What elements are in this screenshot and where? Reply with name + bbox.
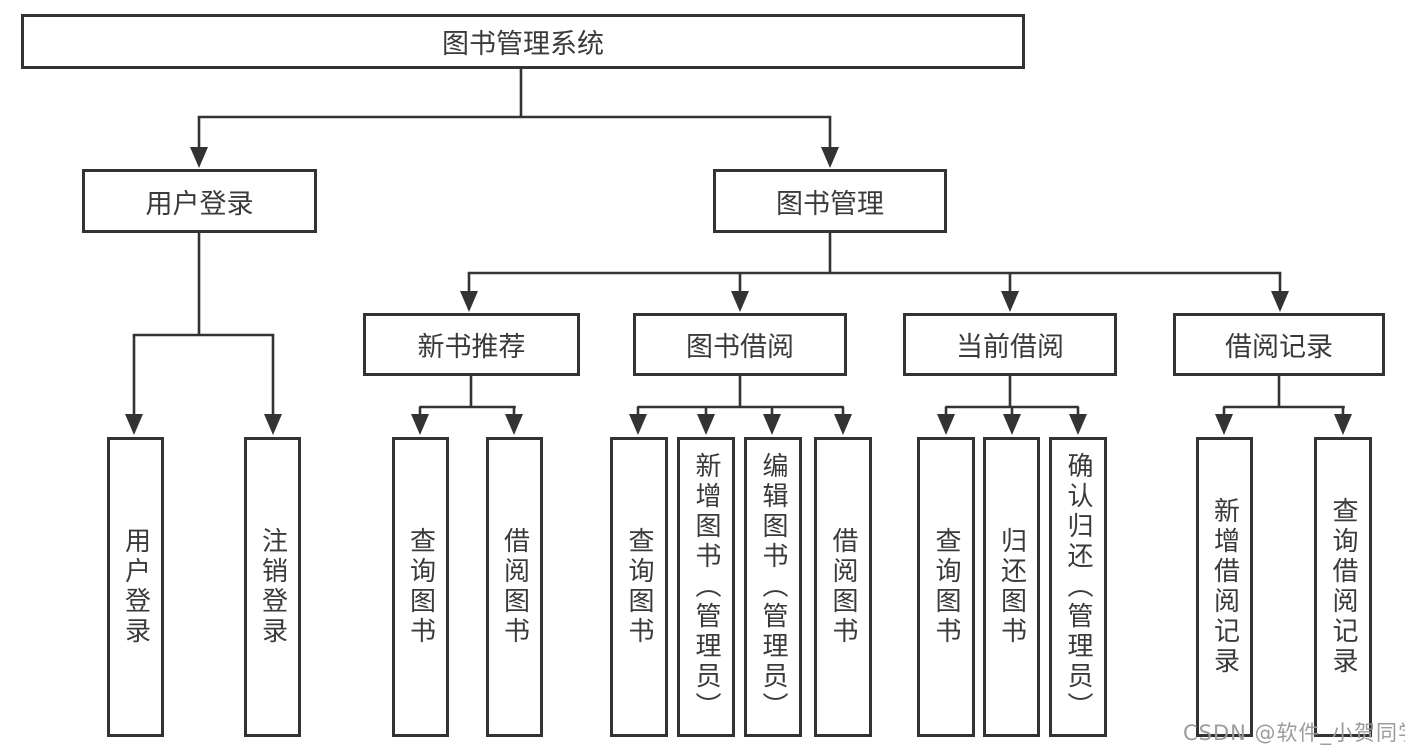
leaf-add-books-admin: 新增图书（管理员） bbox=[677, 437, 735, 737]
connector-borrow-records bbox=[1215, 376, 1352, 435]
connector-user-login-branch bbox=[125, 233, 282, 435]
node-label: 图书借阅 bbox=[686, 332, 794, 363]
leaf-edit-books-admin: 编辑图书（管理员） bbox=[744, 437, 802, 737]
node-label: 当前借阅 bbox=[956, 332, 1064, 363]
connector-new-book-recommend bbox=[411, 376, 523, 435]
node-label: 查询图书 bbox=[931, 527, 961, 647]
node-root: 图书管理系统 bbox=[21, 14, 1025, 69]
csdn-watermark: CSDN @软件_小贺同学 bbox=[1183, 721, 1405, 745]
connector-book-management-to-level3 bbox=[460, 233, 1289, 312]
leaf-confirm-return-admin: 确认归还（管理员） bbox=[1049, 437, 1107, 737]
node-label: 借阅图书 bbox=[499, 527, 530, 647]
node-label: 借阅图书 bbox=[828, 527, 858, 647]
node-label: 归还图书 bbox=[996, 527, 1027, 647]
node-label: 新增借阅记录 bbox=[1209, 497, 1240, 677]
node-new-book-recommend: 新书推荐 bbox=[363, 313, 580, 376]
node-label: 注销登录 bbox=[257, 527, 288, 647]
node-label: 确认归还（管理员） bbox=[1063, 452, 1093, 722]
node-label: 查询图书 bbox=[624, 527, 654, 647]
node-label: 图书管理 bbox=[776, 188, 884, 220]
node-current-borrow: 当前借阅 bbox=[903, 313, 1117, 376]
leaf-query-books-borrow: 查询图书 bbox=[610, 437, 668, 737]
node-user-login: 用户登录 bbox=[82, 169, 317, 233]
connector-root-to-level2 bbox=[190, 69, 839, 168]
node-book-borrow: 图书借阅 bbox=[633, 313, 847, 376]
leaf-query-books-current: 查询图书 bbox=[917, 437, 975, 737]
connector-current-borrow bbox=[937, 376, 1087, 435]
node-label: 借阅记录 bbox=[1225, 332, 1333, 363]
node-label: 新增图书（管理员） bbox=[691, 452, 721, 722]
leaf-logout: 注销登录 bbox=[244, 437, 301, 737]
leaf-user-login: 用户登录 bbox=[107, 437, 164, 737]
leaf-borrow-books: 借阅图书 bbox=[814, 437, 872, 737]
node-label: 编辑图书（管理员） bbox=[758, 452, 788, 722]
node-book-management: 图书管理 bbox=[713, 169, 947, 233]
connector-book-borrow bbox=[629, 376, 852, 435]
leaf-add-borrow-record: 新增借阅记录 bbox=[1196, 437, 1253, 737]
leaf-return-books: 归还图书 bbox=[983, 437, 1040, 737]
node-label: 新书推荐 bbox=[417, 332, 526, 363]
leaf-query-books-recommend: 查询图书 bbox=[392, 437, 449, 737]
node-label: 用户登录 bbox=[145, 188, 254, 220]
node-borrow-records: 借阅记录 bbox=[1173, 313, 1385, 376]
node-label: 图书管理系统 bbox=[442, 29, 604, 60]
node-label: 查询借阅记录 bbox=[1328, 497, 1358, 677]
leaf-borrow-books-recommend: 借阅图书 bbox=[486, 437, 543, 737]
node-label: 查询图书 bbox=[405, 527, 436, 647]
leaf-query-borrow-record: 查询借阅记录 bbox=[1314, 437, 1372, 737]
node-label: 用户登录 bbox=[120, 527, 151, 647]
